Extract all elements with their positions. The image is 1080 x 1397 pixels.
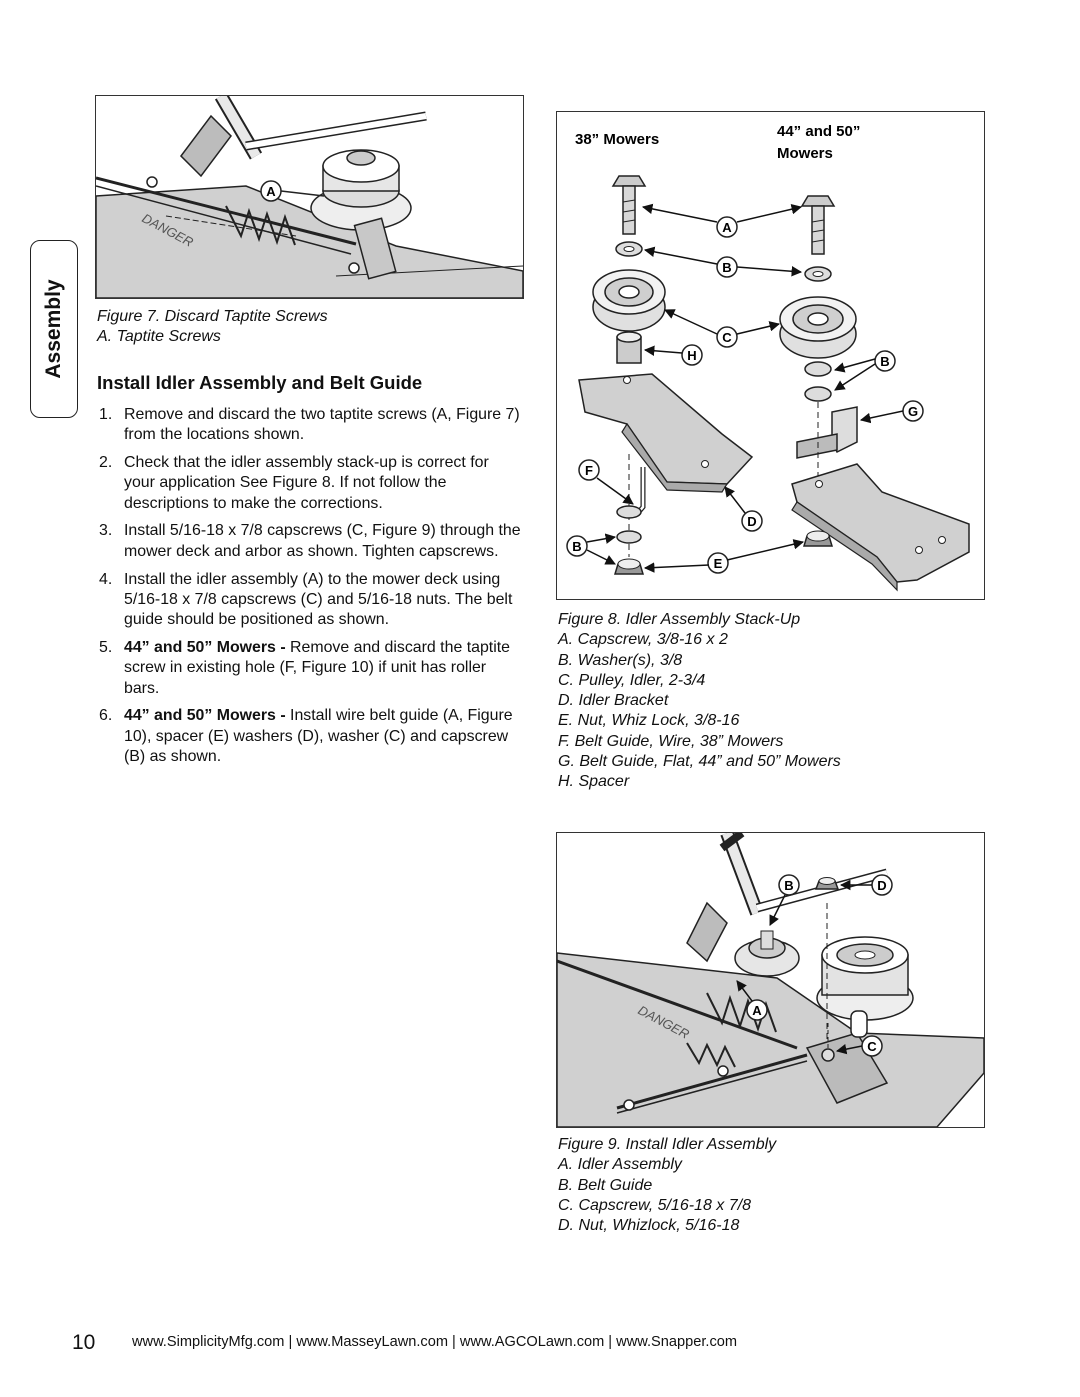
step-item: 5. 44” and 50” Mowers - Remove and discar…: [97, 638, 522, 699]
figure8-caption-item: H. Spacer: [558, 773, 630, 791]
step-item: 1. Remove and discard the two taptite scr…: [97, 405, 522, 446]
fig8-callout-a: A: [722, 220, 732, 235]
figure7-caption-item: A. Taptite Screws: [97, 328, 221, 346]
fig9-callout-b: B: [784, 878, 793, 893]
figure8-caption-item: D. Idler Bracket: [558, 692, 669, 710]
figure7-illustration: DANGER A: [95, 95, 524, 299]
label-44-50-line2: Mowers: [777, 145, 833, 162]
figure7-caption: Figure 7. Discard Taptite Screws A. Tapt…: [97, 307, 328, 348]
figure8-illustration: 38” Mowers 44” and 50” Mowers: [556, 111, 985, 600]
figure8-caption-item: G. Belt Guide, Flat, 44” and 50” Mowers: [558, 753, 841, 771]
step-text: Install 5/16-18 x 7/8 capscrews (C, Figu…: [124, 522, 521, 560]
figure9-caption-title: Figure 9. Install Idler Assembly: [558, 1136, 777, 1153]
step-text: Remove and discard the taptite screw in …: [124, 638, 510, 697]
fig8-callout-c: C: [722, 330, 732, 345]
step-text: Install wire belt guide (A, Figure 10), …: [124, 707, 513, 765]
section-side-tab: Assembly: [30, 240, 78, 418]
footer-links: www.SimplicityMfg.com | www.MasseyLawn.c…: [132, 1334, 738, 1350]
step-number: 3.: [99, 522, 113, 540]
figure8-caption-item: E. Nut, Whiz Lock, 3/8-16: [558, 712, 740, 730]
fig9-callout-a: A: [752, 1003, 762, 1018]
fig8-callout-b3: B: [572, 539, 581, 554]
fig8-callout-g: G: [908, 404, 918, 419]
fig8-callout-b2: B: [880, 354, 889, 369]
figure9-caption-item: D. Nut, Whizlock, 5/16-18: [558, 1217, 740, 1235]
fig8-callout-f: F: [585, 463, 593, 478]
step-text: Check that the idler assembly stack-up i…: [124, 454, 489, 512]
step-item: 4. Install the idler assembly (A) to the …: [97, 570, 522, 631]
step-item: 2. Check that the idler assembly stack-up…: [97, 453, 522, 514]
step-text: Install the idler assembly (A) to the mo…: [124, 570, 513, 629]
label-38-mowers: 38” Mowers: [575, 131, 659, 148]
figure7-caption-title: Figure 7. Discard Taptite Screws: [97, 308, 328, 325]
step-item: 6. 44” and 50” Mowers - Install wire belt…: [97, 706, 522, 767]
fig8-callout-d: D: [747, 514, 756, 529]
figure9-caption-item: B. Belt Guide: [558, 1176, 653, 1194]
instruction-steps: 1. Remove and discard the two taptite scr…: [97, 405, 522, 775]
step-number: 2.: [99, 454, 113, 472]
figure9-caption: Figure 9. Install Idler Assembly A. Idle…: [558, 1135, 776, 1236]
step-item: 3. Install 5/16-18 x 7/8 capscrews (C, Fi…: [97, 521, 522, 562]
figure9-caption-item: C. Capscrew, 5/16-18 x 7/8: [558, 1196, 751, 1214]
page-number: 10: [72, 1331, 96, 1354]
figure9-illustration: DANGER B D A C: [556, 832, 985, 1128]
figure8-caption-item: B. Washer(s), 3/8: [558, 651, 683, 669]
figure8-caption-item: C. Pulley, Idler, 2-3/4: [558, 671, 706, 689]
section-heading: Install Idler Assembly and Belt Guide: [97, 372, 423, 393]
figure8-caption-item: A. Capscrew, 3/8-16 x 2: [558, 631, 728, 649]
step-number: 5.: [99, 638, 113, 656]
fig9-callout-d: D: [877, 878, 886, 893]
fig8-callout-h: H: [687, 348, 696, 363]
figure8-caption: Figure 8. Idler Assembly Stack-Up A. Cap…: [558, 610, 841, 793]
figure9-caption-item: A. Idler Assembly: [558, 1156, 682, 1174]
step-bold-lead: 44” and 50” Mowers -: [124, 638, 291, 656]
fig8-callout-b1: B: [722, 260, 731, 275]
fig8-callout-e: E: [714, 556, 723, 571]
step-text: Remove and discard the two taptite screw…: [124, 406, 520, 444]
step-bold-lead: 44” and 50” Mowers -: [124, 707, 291, 725]
figure8-caption-title: Figure 8. Idler Assembly Stack-Up: [558, 611, 801, 628]
step-number: 6.: [99, 707, 113, 725]
label-44-50-line1: 44” and 50”: [777, 123, 860, 140]
side-tab-label: Assembly: [42, 279, 65, 379]
fig7-callout-a: A: [266, 184, 276, 199]
figure8-caption-item: F. Belt Guide, Wire, 38” Mowers: [558, 732, 784, 750]
step-number: 1.: [99, 406, 113, 423]
step-number: 4.: [99, 570, 113, 588]
fig9-callout-c: C: [867, 1039, 877, 1054]
